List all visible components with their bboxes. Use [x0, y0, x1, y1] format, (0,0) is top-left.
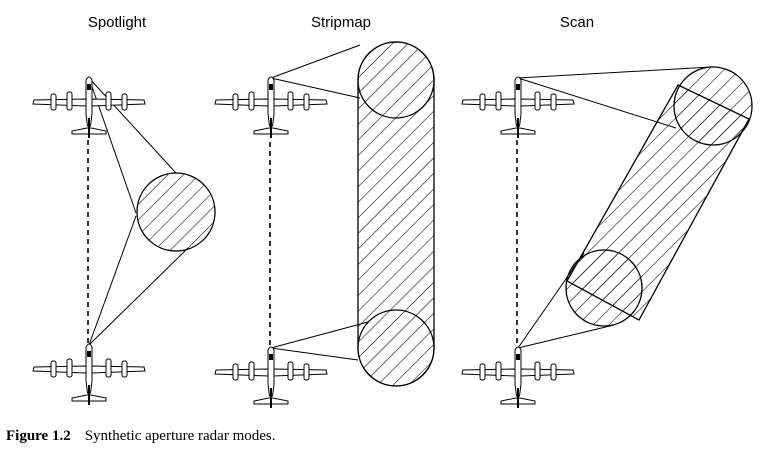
stripmap-beam-bottom	[270, 321, 369, 361]
scan-aircraft-bottom	[461, 346, 575, 409]
scan-beam-bottom	[517, 252, 615, 349]
stripmap-title: Stripmap	[310, 14, 372, 31]
scan-aircraft-top	[461, 76, 575, 139]
stripmap-beam-top	[270, 44, 361, 99]
spotlight-aircraft-bottom	[32, 343, 146, 406]
scan-footprint-end	[565, 249, 643, 327]
figure-caption-label: Figure 1.2	[6, 428, 71, 444]
spotlight-beam-bottom	[88, 215, 189, 346]
scan-beam-top	[517, 66, 712, 129]
scan-title: Scan	[559, 14, 595, 31]
spotlight-panel	[32, 76, 216, 406]
scan-footprint-start	[673, 66, 753, 146]
scan-panel	[461, 66, 753, 409]
stripmap-panel	[214, 41, 435, 409]
stripmap-aircraft-top	[214, 76, 328, 139]
spotlight-aircraft-top	[32, 76, 146, 139]
stripmap-footprint-start	[357, 41, 435, 119]
stripmap-swath	[357, 41, 435, 387]
figure-caption-text: Synthetic aperture radar modes.	[84, 428, 276, 444]
stripmap-aircraft-bottom	[214, 346, 328, 409]
figure-caption: Figure 1.2 Synthetic aperture radar modes…	[6, 428, 275, 445]
spotlight-title: Spotlight	[87, 14, 147, 31]
stripmap-footprint-end	[357, 309, 435, 387]
spotlight-target-area	[136, 172, 216, 252]
